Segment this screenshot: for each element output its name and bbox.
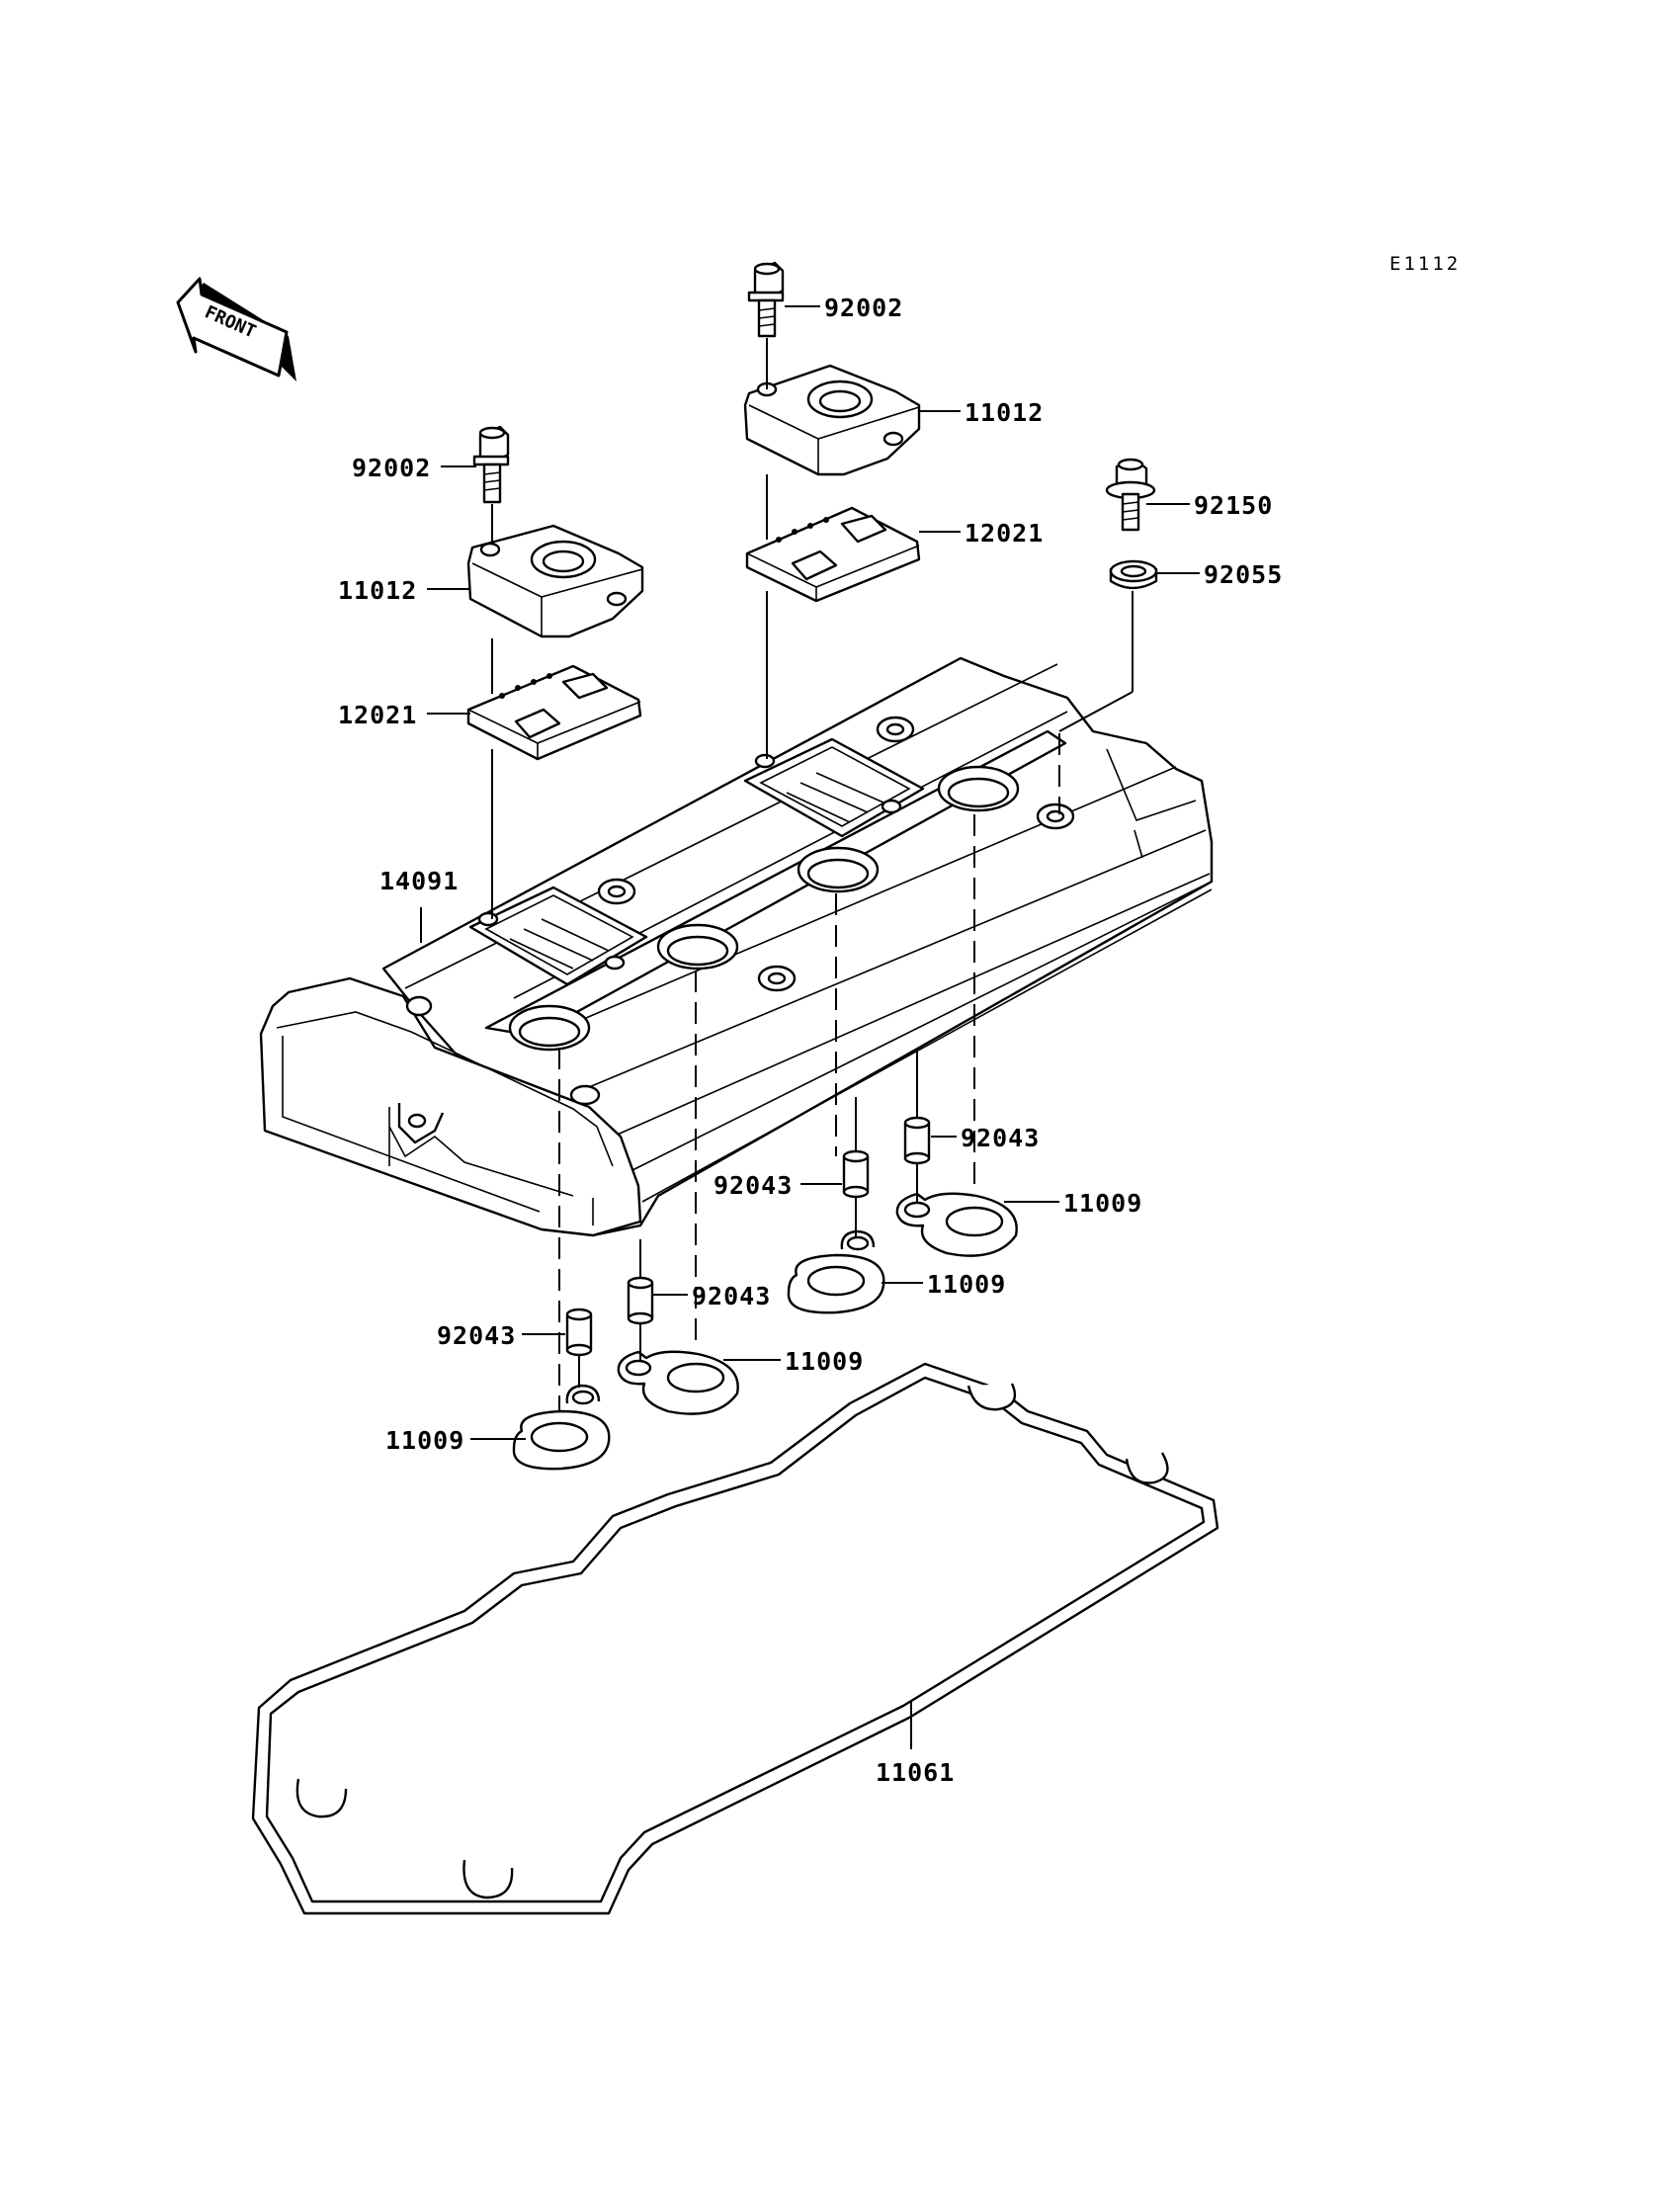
breather-gasket-top bbox=[745, 506, 921, 603]
seal-d bbox=[512, 1384, 611, 1471]
label-gasket-main: 11061 bbox=[876, 1758, 955, 1787]
label-collar-c: 92043 bbox=[692, 1282, 771, 1310]
head-cover-gasket bbox=[251, 1362, 1219, 1915]
label-bolt-top: 92002 bbox=[824, 294, 903, 322]
breather-cover-left bbox=[466, 524, 644, 638]
label-seal-c: 11009 bbox=[785, 1347, 864, 1376]
label-cover-left: 11012 bbox=[338, 576, 417, 605]
breather-gasket-left bbox=[466, 664, 642, 761]
label-seal-b: 11009 bbox=[927, 1270, 1006, 1299]
seal-c bbox=[617, 1350, 739, 1415]
label-gasket-top: 12021 bbox=[965, 519, 1044, 548]
collar-d bbox=[565, 1308, 593, 1357]
seal-a bbox=[895, 1192, 1018, 1257]
collar-b bbox=[842, 1149, 870, 1199]
bolt-right bbox=[1105, 458, 1156, 532]
bolt-left bbox=[472, 425, 510, 504]
label-bolt-right: 92150 bbox=[1194, 491, 1273, 520]
label-cover-top: 11012 bbox=[965, 398, 1044, 427]
washer-right bbox=[1109, 559, 1158, 590]
cylinder-head-cover bbox=[259, 656, 1214, 1237]
front-arrow-icon: FRONT bbox=[176, 277, 296, 381]
bolt-top bbox=[747, 261, 785, 338]
collar-c bbox=[627, 1276, 654, 1325]
seal-b bbox=[787, 1229, 885, 1314]
collar-a bbox=[903, 1116, 931, 1165]
label-collar-b: 92043 bbox=[714, 1171, 793, 1200]
leader-lines bbox=[420, 305, 1200, 1440]
assembly-lines bbox=[491, 338, 1134, 1411]
label-seal-a: 11009 bbox=[1063, 1189, 1142, 1218]
breather-cover-top bbox=[743, 364, 921, 476]
label-collar-a: 92043 bbox=[961, 1124, 1040, 1152]
label-collar-d: 92043 bbox=[437, 1321, 516, 1350]
label-gasket-left: 12021 bbox=[338, 701, 417, 729]
label-head-cover: 14091 bbox=[379, 867, 459, 895]
label-seal-d: 11009 bbox=[385, 1426, 464, 1455]
label-bolt-left: 92002 bbox=[352, 454, 431, 482]
label-washer-right: 92055 bbox=[1204, 560, 1283, 589]
diagram-code: E1112 bbox=[1389, 253, 1461, 275]
